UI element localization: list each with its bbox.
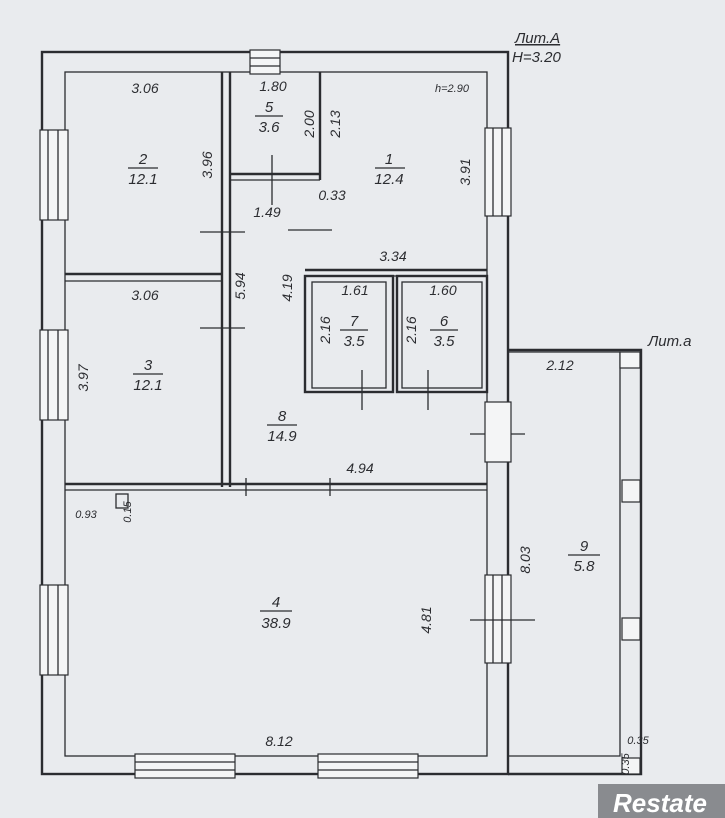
room-6-number: 6 [440,313,449,330]
dim-r2-top: 3.06 [131,80,158,96]
room-7-area: 3.5 [344,333,366,350]
dim-r9-left: 8.03 [517,546,533,573]
dim-r1-right: 3.91 [457,158,473,185]
window-bottom-2 [317,753,419,779]
room-5-number: 5 [265,99,274,116]
room-3-area: 12.1 [133,377,162,394]
dim-r4-bottom: 8.12 [265,733,292,749]
window-left-2 [39,329,69,421]
dim-r6-top: 1.60 [429,282,456,298]
window-left-1 [39,129,69,221]
height-label: H=3.20 [512,49,561,66]
annex-window-2 [621,479,641,503]
annex-walls [508,348,643,776]
room-fraction-lines [128,115,600,612]
room-4-number: 4 [272,594,280,611]
annex-window-3 [621,617,641,641]
room-9-number: 9 [580,538,589,555]
dim-r2-right: 3.96 [199,151,215,178]
room-9-area: 5.8 [574,558,596,575]
room-1-number: 1 [385,151,393,168]
dim-r5-top: 1.80 [259,78,286,94]
dim-r7-left: 2.16 [317,316,333,344]
window-bottom-1 [134,753,236,779]
dim-r5-side: 2.13 [327,110,343,138]
dim-r9-top: 2.12 [545,357,573,373]
dim-corridor-width: 1.49 [253,204,280,220]
room-2-number: 2 [138,151,148,168]
dim-r3-left: 3.97 [75,363,91,391]
dim-r4-notch-a: 0.93 [75,509,97,521]
room-8-number: 8 [278,408,287,425]
dim-r9-corner-1: 0.35 [627,735,649,747]
window-right-1 [484,127,512,217]
room-5-area: 3.6 [259,119,281,136]
door-markers [200,155,535,621]
lit-annex-label: Лит.а [647,333,691,350]
dim-r4-right: 4.81 [418,606,434,633]
dim-corridor-height: 5.94 [232,272,248,299]
window-right-2 [484,574,512,664]
dim-r9-corner-2: 0.35 [620,752,632,774]
dim-r1-ceiling: h=2.90 [435,83,470,95]
dim-corridor-height-2: 4.19 [279,274,295,301]
room-6-area: 3.5 [434,333,456,350]
dim-r1-bottom: 3.34 [379,248,406,264]
interior-walls [65,72,489,509]
room-8-area: 14.9 [267,428,297,445]
watermark-logo: Restate [598,784,725,818]
windows [39,49,641,779]
window-top [249,49,281,75]
watermark-text: Restate [613,788,707,818]
dim-r7-top: 1.61 [341,282,368,298]
lit-main-label: Лит.А [514,30,560,47]
room-1-area: 12.4 [374,171,403,188]
doorway-annex [484,401,512,463]
annex-window-4 [621,757,641,775]
annex-window-1 [619,351,641,369]
room-2-area: 12.1 [128,171,157,188]
dim-r6-left: 2.16 [403,316,419,344]
window-left-3 [39,584,69,676]
room-4-area: 38.9 [261,615,291,632]
dim-r4-notch-b: 0.15 [122,500,134,522]
room-3-number: 3 [144,357,153,374]
room-7-number: 7 [350,313,359,330]
dim-r1-mid: 0.33 [318,187,345,203]
dim-r3-top: 3.06 [131,287,158,303]
dim-r5-right: 2.00 [301,110,317,138]
dim-r8-bottom: 4.94 [346,460,373,476]
